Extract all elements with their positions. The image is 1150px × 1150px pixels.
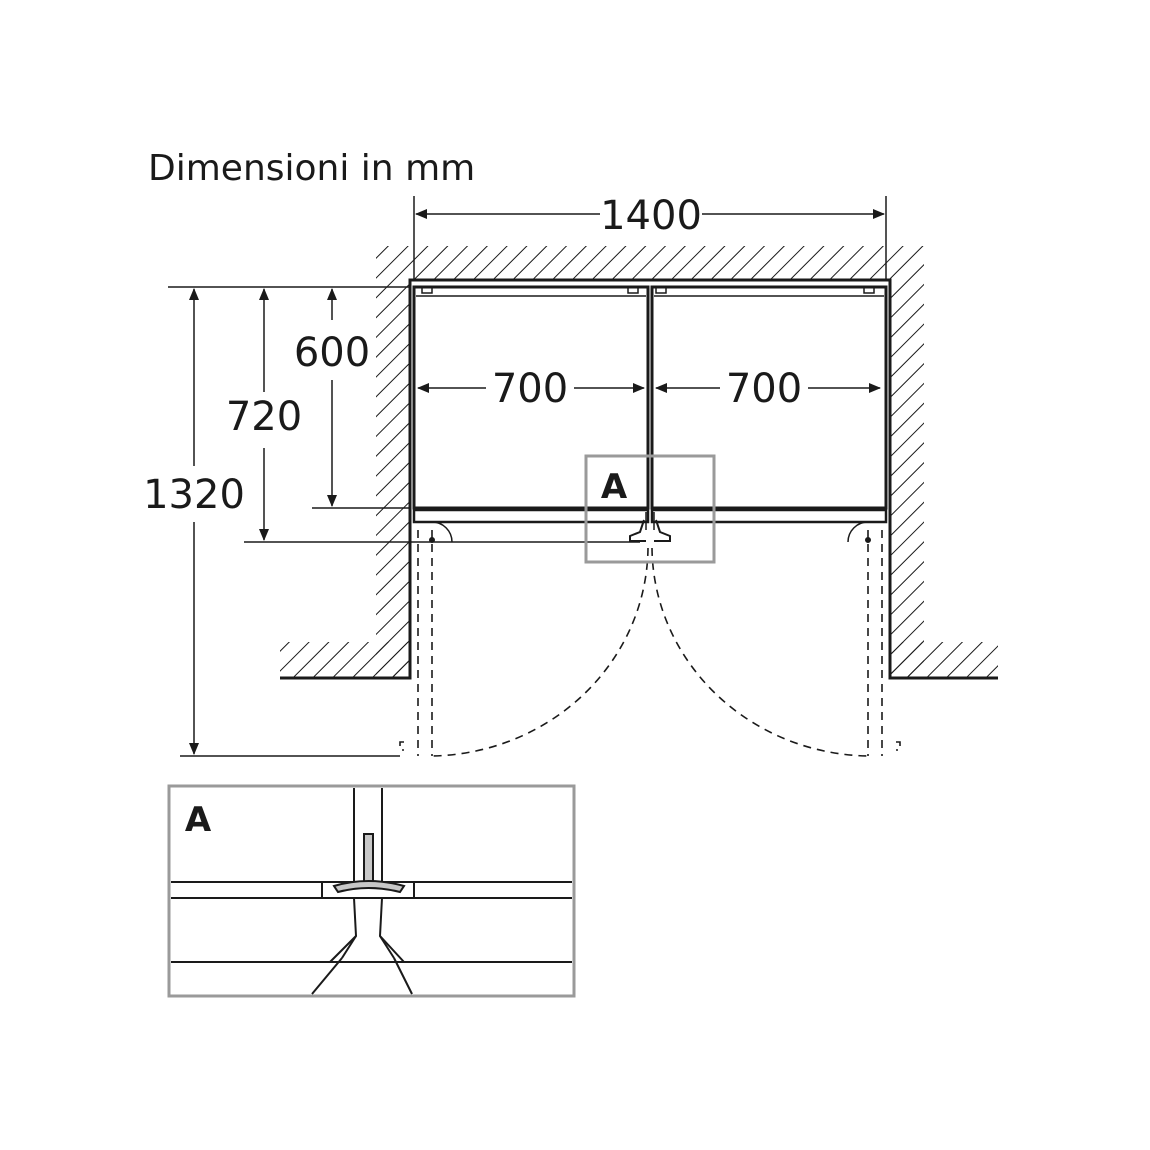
dim-label-1400: 1400 — [600, 193, 702, 239]
dim-label-600: 600 — [294, 330, 370, 376]
dim-label-700-left: 700 — [492, 366, 568, 412]
dimension-depths — [168, 286, 640, 757]
dim-label-700-right: 700 — [726, 366, 802, 412]
detail-inset-a: A — [167, 784, 576, 998]
appliance-body — [412, 285, 888, 510]
wall-niche — [280, 246, 998, 680]
door-handle-detail — [332, 833, 406, 894]
dim-label-720: 720 — [226, 394, 302, 440]
callout-label-a: A — [601, 467, 628, 507]
diagram-title: Dimensioni in mm — [148, 148, 475, 189]
dim-label-1320: 1320 — [143, 472, 245, 518]
dimension-overall-width: 1400 — [413, 193, 887, 280]
doors-closed — [412, 508, 888, 543]
doors-open-swing — [399, 530, 901, 757]
dimension-compartment-widths: 700 700 — [417, 366, 881, 412]
inset-label-a: A — [185, 800, 212, 840]
detail-callout-a: A — [584, 454, 716, 564]
